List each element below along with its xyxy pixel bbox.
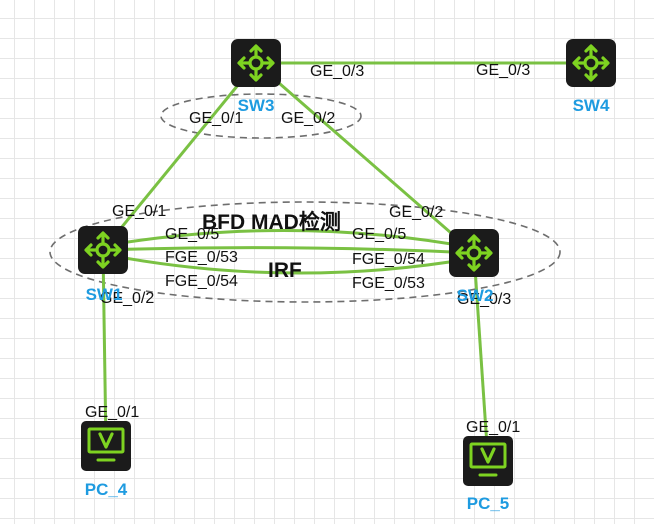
pc-icon — [79, 419, 133, 473]
device-label-sw4: SW4 — [573, 96, 610, 115]
link-sw2-pc5 — [472, 252, 490, 462]
port-label-sw1-irf-b: FGE_0/54 — [165, 273, 238, 290]
link-sw1-sw2-irf-b — [102, 252, 475, 275]
port-label-sw3-to-sw2: GE_0/2 — [281, 110, 335, 127]
device-sw1[interactable] — [76, 224, 130, 276]
port-label-pc4-to-sw1: GE_0/1 — [85, 404, 139, 421]
irf-group-ellipse — [49, 201, 561, 303]
link-sw3-sw2 — [255, 61, 475, 255]
port-label-sw2-to-sw3: GE_0/2 — [389, 204, 443, 221]
device-pc5[interactable] — [461, 434, 515, 488]
switch-icon — [76, 224, 130, 276]
port-label-pc5-to-sw2: GE_0/1 — [466, 419, 520, 436]
port-label-sw1-bfd: GE_0/5 — [165, 226, 219, 243]
switch-icon — [229, 37, 283, 89]
port-label-sw1-to-pc4: GE_0/2 — [100, 290, 154, 307]
link-sw3-sw1 — [101, 62, 258, 251]
switch-icon — [564, 37, 618, 89]
port-label-sw2-irf-b: FGE_0/53 — [352, 275, 425, 292]
device-pc4[interactable] — [79, 419, 133, 473]
port-label-sw1-to-sw3: GE_0/1 — [112, 203, 166, 220]
port-label-sw2-to-pc5: GE_0/3 — [457, 291, 511, 308]
links — [101, 61, 591, 462]
switch-icon — [447, 227, 501, 279]
port-label-sw2-bfd: GE_0/5 — [352, 226, 406, 243]
pc-icon — [461, 434, 515, 488]
port-label-sw3-to-sw4: GE_0/3 — [310, 63, 364, 80]
device-label-sw2: SW2 — [457, 286, 494, 305]
device-label-pc5: PC_5 — [467, 494, 510, 513]
link-sw1-pc4 — [101, 249, 108, 447]
device-label-sw3: SW3 — [238, 96, 275, 115]
device-sw2[interactable] — [447, 227, 501, 279]
port-label-sw3-to-sw1: GE_0/1 — [189, 110, 243, 127]
device-label-pc4: PC_4 — [85, 480, 128, 499]
link-sw1-sw2-bfd — [102, 229, 475, 250]
port-label-sw1-irf-a: FGE_0/53 — [165, 249, 238, 266]
device-sw3[interactable] — [229, 37, 283, 89]
upper-group-ellipse — [160, 93, 362, 139]
port-label-sw2-irf-a: FGE_0/54 — [352, 251, 425, 268]
port-label-sw4-to-sw3: GE_0/3 — [476, 62, 530, 79]
link-sw1-sw2-irf-a — [102, 246, 475, 255]
device-label-sw1: SW1 — [86, 285, 123, 304]
bfd-mad-label: BFD MAD检测 — [202, 210, 341, 234]
irf-label: IRF — [268, 259, 302, 282]
device-sw4[interactable] — [564, 37, 618, 89]
